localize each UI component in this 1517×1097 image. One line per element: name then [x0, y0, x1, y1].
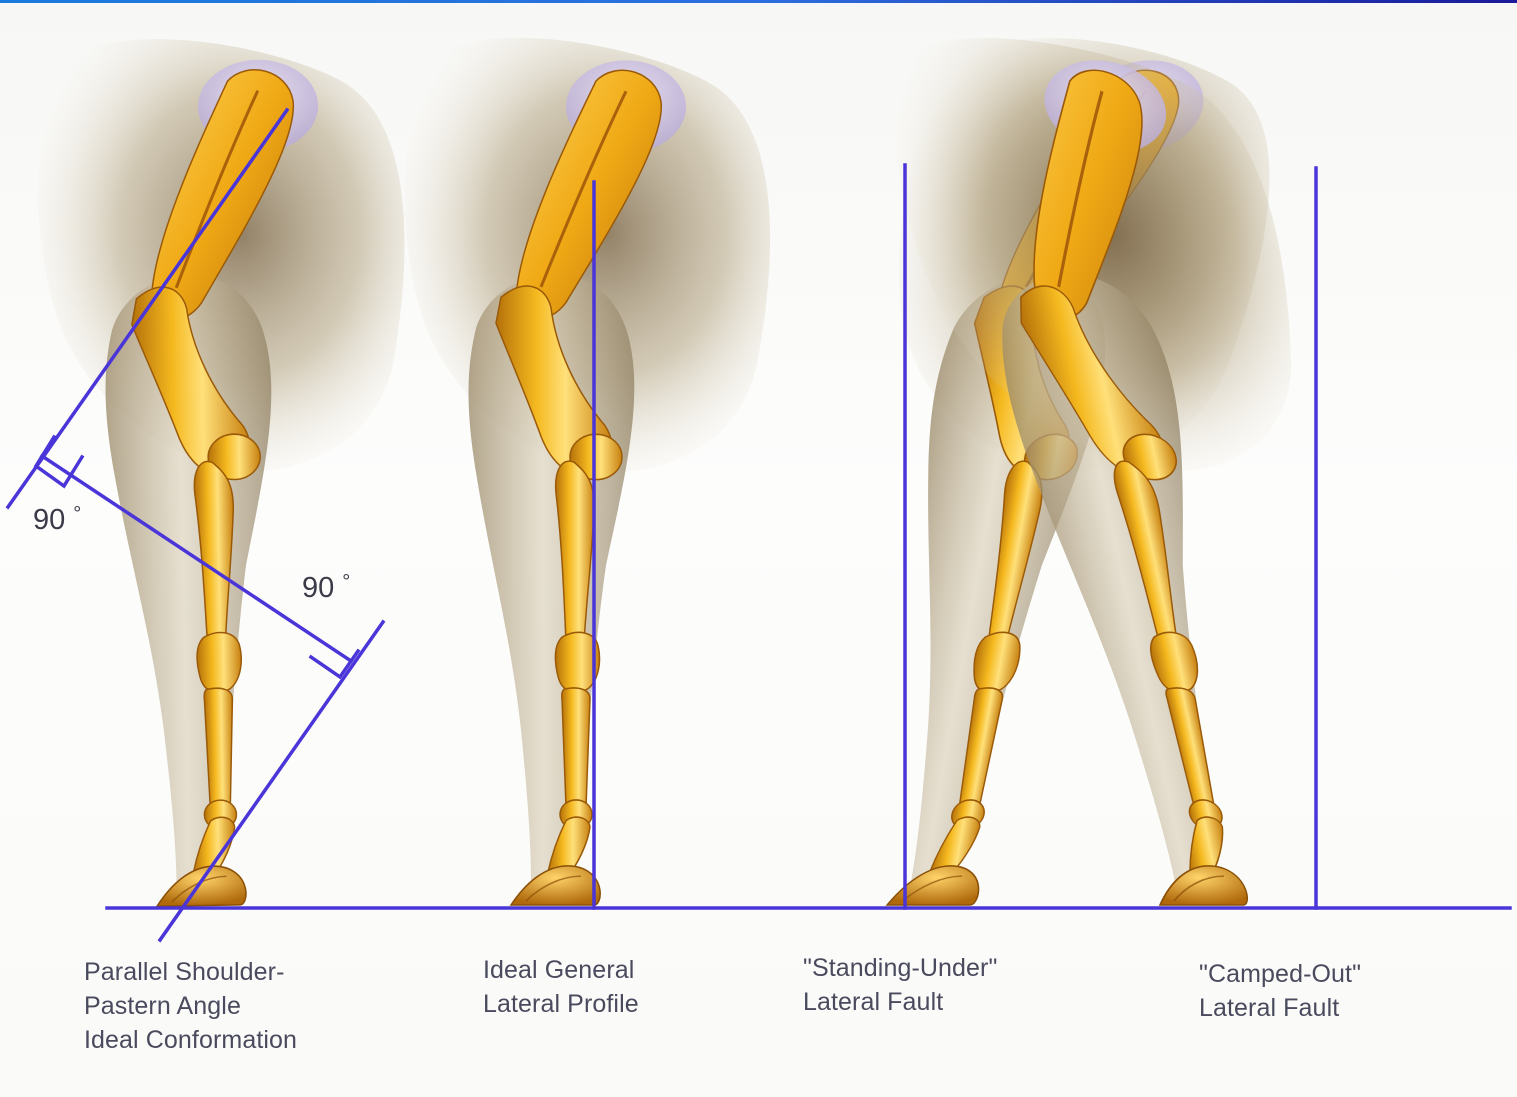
caption-ideal-conformation: Parallel Shoulder- Pastern Angle Ideal C… — [84, 955, 297, 1057]
caption-line: Pastern Angle — [84, 989, 297, 1023]
degree-symbol-lower: ° — [342, 571, 350, 593]
caption-line: Parallel Shoulder- — [84, 955, 297, 989]
caption-line: Lateral Profile — [483, 987, 639, 1021]
caption-line: "Standing-Under" — [803, 951, 997, 985]
caption-line: Ideal Conformation — [84, 1023, 297, 1057]
caption-line: Lateral Fault — [1199, 991, 1361, 1025]
leg-illustration-2 — [405, 38, 770, 905]
caption-line: Lateral Fault — [803, 985, 997, 1019]
degree-symbol-upper: ° — [73, 503, 81, 525]
caption-line: Ideal General — [483, 953, 639, 987]
leg-illustration-1 — [36, 35, 417, 908]
right-angle-marker-lower — [311, 651, 358, 677]
angle-value-upper: 90 — [33, 504, 65, 536]
angle-label-upper: 90 ° — [33, 503, 81, 537]
caption-standing-under: "Standing-Under" Lateral Fault — [803, 951, 997, 1019]
angle-label-lower: 90 ° — [302, 571, 350, 605]
angle-value-lower: 90 — [302, 572, 334, 604]
caption-ideal-lateral-profile: Ideal General Lateral Profile — [483, 953, 639, 1021]
caption-camped-out: "Camped-Out" Lateral Fault — [1199, 957, 1361, 1025]
caption-line: "Camped-Out" — [1199, 957, 1361, 991]
